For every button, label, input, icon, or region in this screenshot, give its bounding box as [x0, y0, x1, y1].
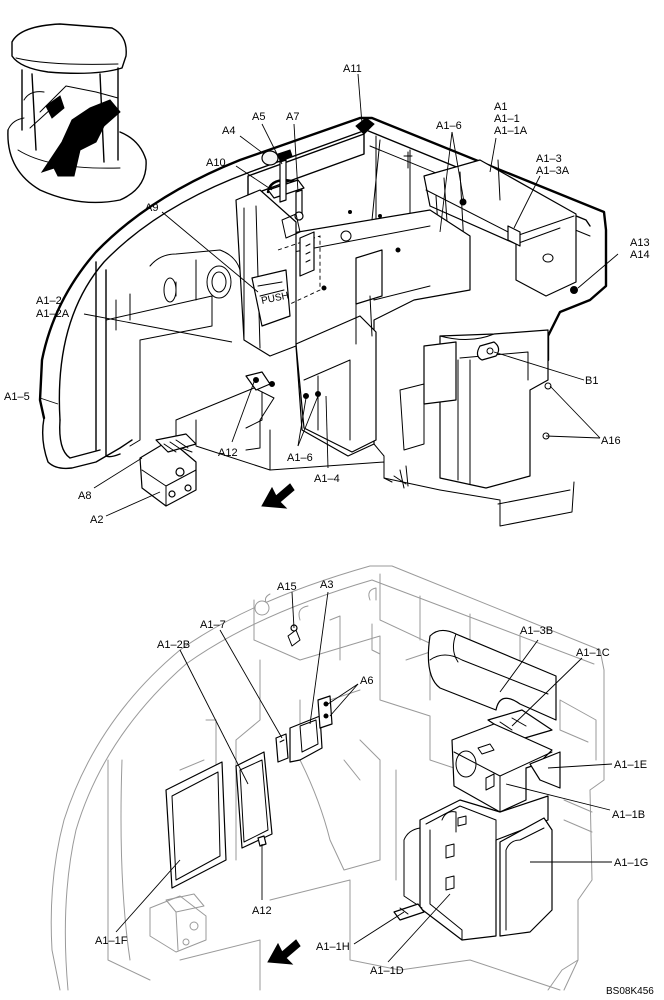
callout-a8: A8 [78, 490, 91, 502]
left-control-stand: PUSH [235, 189, 321, 357]
latch-assembly-a2 [139, 433, 197, 507]
machine-thumbnail [7, 23, 147, 204]
callout-a1-1d: A1–1D [370, 965, 404, 977]
right-console [423, 159, 578, 297]
callout-a1-1f: A1–1F [95, 935, 128, 947]
svg-text:A13: A13 [630, 237, 650, 249]
part-a1-1b [451, 723, 553, 813]
callout-a1-2b: A1–2B [157, 639, 190, 651]
part-a1-1h [393, 903, 425, 921]
callout-a15: A15 [277, 581, 297, 593]
callout-a1-3b: A1–3B [520, 625, 553, 637]
lever-pins [261, 149, 305, 239]
part-a3 [287, 624, 333, 763]
callout-a1-3-group: A1–3 A1–3A [536, 153, 570, 177]
direction-arrow-upper [261, 483, 295, 509]
part-a1-1e [529, 751, 561, 789]
callout-a2: A2 [90, 514, 103, 526]
callout-a3: A3 [320, 579, 333, 591]
callout-a1-1b: A1–1B [612, 809, 645, 821]
upper-leader-lines [39, 73, 619, 517]
callout-a9: A9 [145, 202, 158, 214]
callout-a12-top: A12 [218, 447, 238, 459]
upper-callout-labels: A11 A4 A5 A7 A1 A1–1 A1–1A A1–6 A10 A1–3… [4, 63, 650, 526]
upper-assembly-view: PUSH [4, 23, 650, 527]
part-a1-2b [235, 751, 273, 849]
svg-text:A1: A1 [494, 101, 507, 113]
callout-a1-1e: A1–1E [614, 759, 647, 771]
callout-a12-low: A12 [252, 905, 272, 917]
part-a1-7 [275, 733, 289, 763]
callout-a1-1c: A1–1C [576, 647, 610, 659]
lower-assembly-view: A15 A3 A1–7 A1–3B A1–2B A1–1C A6 A1–1E A… [50, 565, 648, 991]
callout-a1-2-group: A1–2 A1–2A [36, 295, 70, 320]
callout-a1-1g: A1–1G [614, 857, 648, 869]
callout-a6: A6 [360, 675, 373, 687]
callout-a10: A10 [206, 157, 226, 169]
callout-a13-group: A13 A14 [630, 237, 650, 261]
callout-a1-1h: A1–1H [316, 941, 350, 953]
callout-a4: A4 [222, 125, 235, 137]
callout-a16: A16 [601, 435, 621, 447]
part-a12-lower [257, 835, 267, 847]
svg-text:A1–1: A1–1 [494, 113, 520, 125]
part-a1-1f [165, 761, 227, 889]
svg-text:A1–2: A1–2 [36, 295, 62, 307]
direction-arrow-lower [267, 939, 301, 965]
callout-a1-7: A1–7 [200, 619, 226, 631]
callout-b1: B1 [585, 375, 598, 387]
svg-text:A1–3A: A1–3A [536, 165, 570, 177]
svg-text:A1–1A: A1–1A [494, 125, 528, 137]
lower-leader-lines [115, 591, 613, 963]
lower-callout-labels: A15 A3 A1–7 A1–3B A1–2B A1–1C A6 A1–1E A… [95, 579, 648, 977]
hydraulic-tank [399, 329, 549, 489]
part-a1-1g [499, 817, 553, 937]
svg-text:A1–2A: A1–2A [36, 308, 70, 320]
part-a1-1d [403, 795, 549, 941]
callout-a1-5: A1–5 [4, 391, 30, 403]
callout-a1-4: A1–4 [314, 473, 340, 485]
svg-text:A14: A14 [630, 249, 650, 261]
lower-latch [149, 893, 207, 953]
cab-frame-outline [38, 116, 608, 470]
svg-text:A1–3: A1–3 [536, 153, 562, 165]
callout-a1-6-bottom: A1–6 [287, 452, 313, 464]
callout-a11: A11 [343, 63, 362, 75]
part-a1-3b [427, 629, 557, 721]
figure-code: BS08K456 [606, 986, 654, 997]
callout-a7: A7 [286, 111, 299, 123]
ghost-cab-outline [50, 565, 605, 991]
callout-a1-group: A1 A1–1 A1–1A [494, 101, 528, 137]
callout-a5: A5 [252, 111, 265, 123]
callout-a1-6-top: A1–6 [436, 120, 462, 132]
